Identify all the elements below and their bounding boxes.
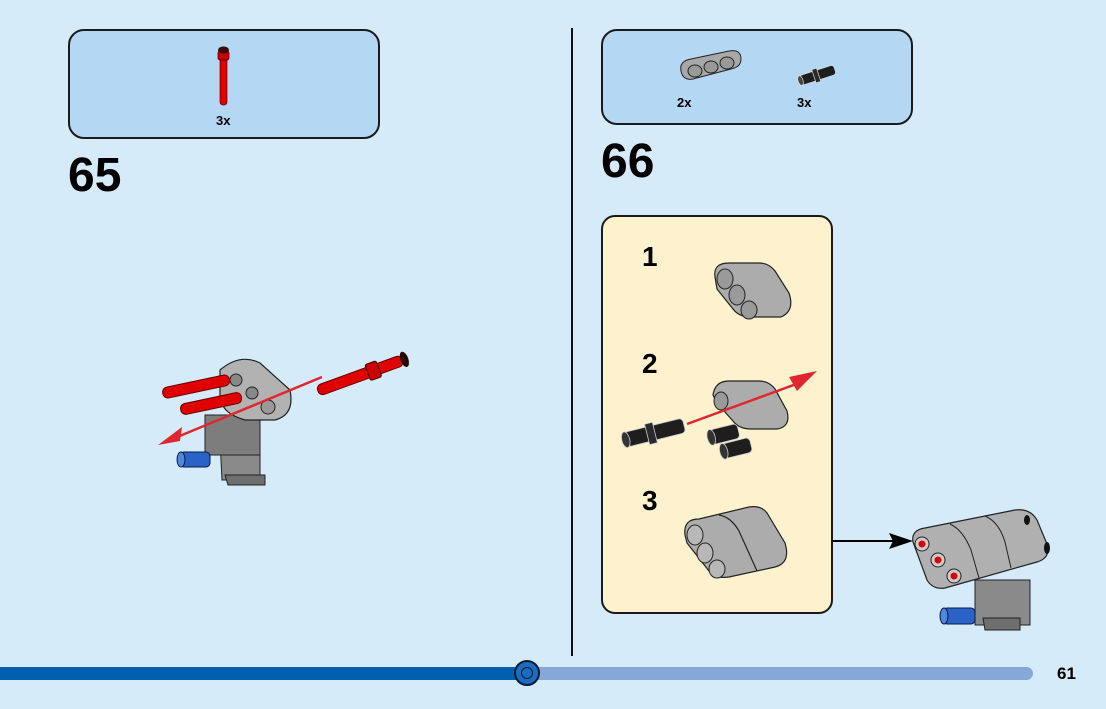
blue-pin — [939, 607, 976, 625]
substep-callout: 1 2 3 — [601, 215, 833, 614]
page-number: 61 — [1057, 664, 1076, 683]
progress-indicator-knob — [514, 660, 540, 686]
insertion-arrow — [169, 375, 323, 442]
black-pin — [621, 418, 686, 448]
red-axle-icon — [217, 46, 230, 106]
step-number: 66 — [601, 135, 655, 188]
blue-pin — [176, 451, 211, 468]
parts-list-step-65: 3x — [68, 29, 380, 139]
part-qty: 3x — [216, 113, 231, 128]
part-qty: 3x — [797, 95, 812, 110]
substep-number: 1 — [642, 241, 658, 272]
part-qty: 2x — [677, 95, 692, 110]
step-65-assembly-illustration — [158, 351, 409, 486]
substep-number: 3 — [642, 485, 658, 516]
insertion-arrow — [686, 381, 800, 426]
callout-arrow — [833, 533, 913, 549]
progress-bar-completed — [0, 667, 527, 680]
substep-3-double-beam-illustration — [684, 506, 788, 579]
substep-2-pin-insertion-illustration — [621, 371, 817, 460]
substep-1-beam-illustration — [714, 262, 792, 320]
step-divider — [571, 28, 573, 656]
progress-bar-remaining — [527, 667, 1033, 680]
black-pin-icon — [797, 65, 836, 86]
substep-number: 2 — [642, 348, 658, 379]
gray-beam-icon — [680, 50, 742, 80]
step-number: 65 — [68, 149, 122, 202]
red-axle-ends — [914, 536, 962, 584]
step-66-result-illustration — [912, 509, 1050, 631]
parts-list-step-66: 2x 3x — [601, 29, 913, 125]
